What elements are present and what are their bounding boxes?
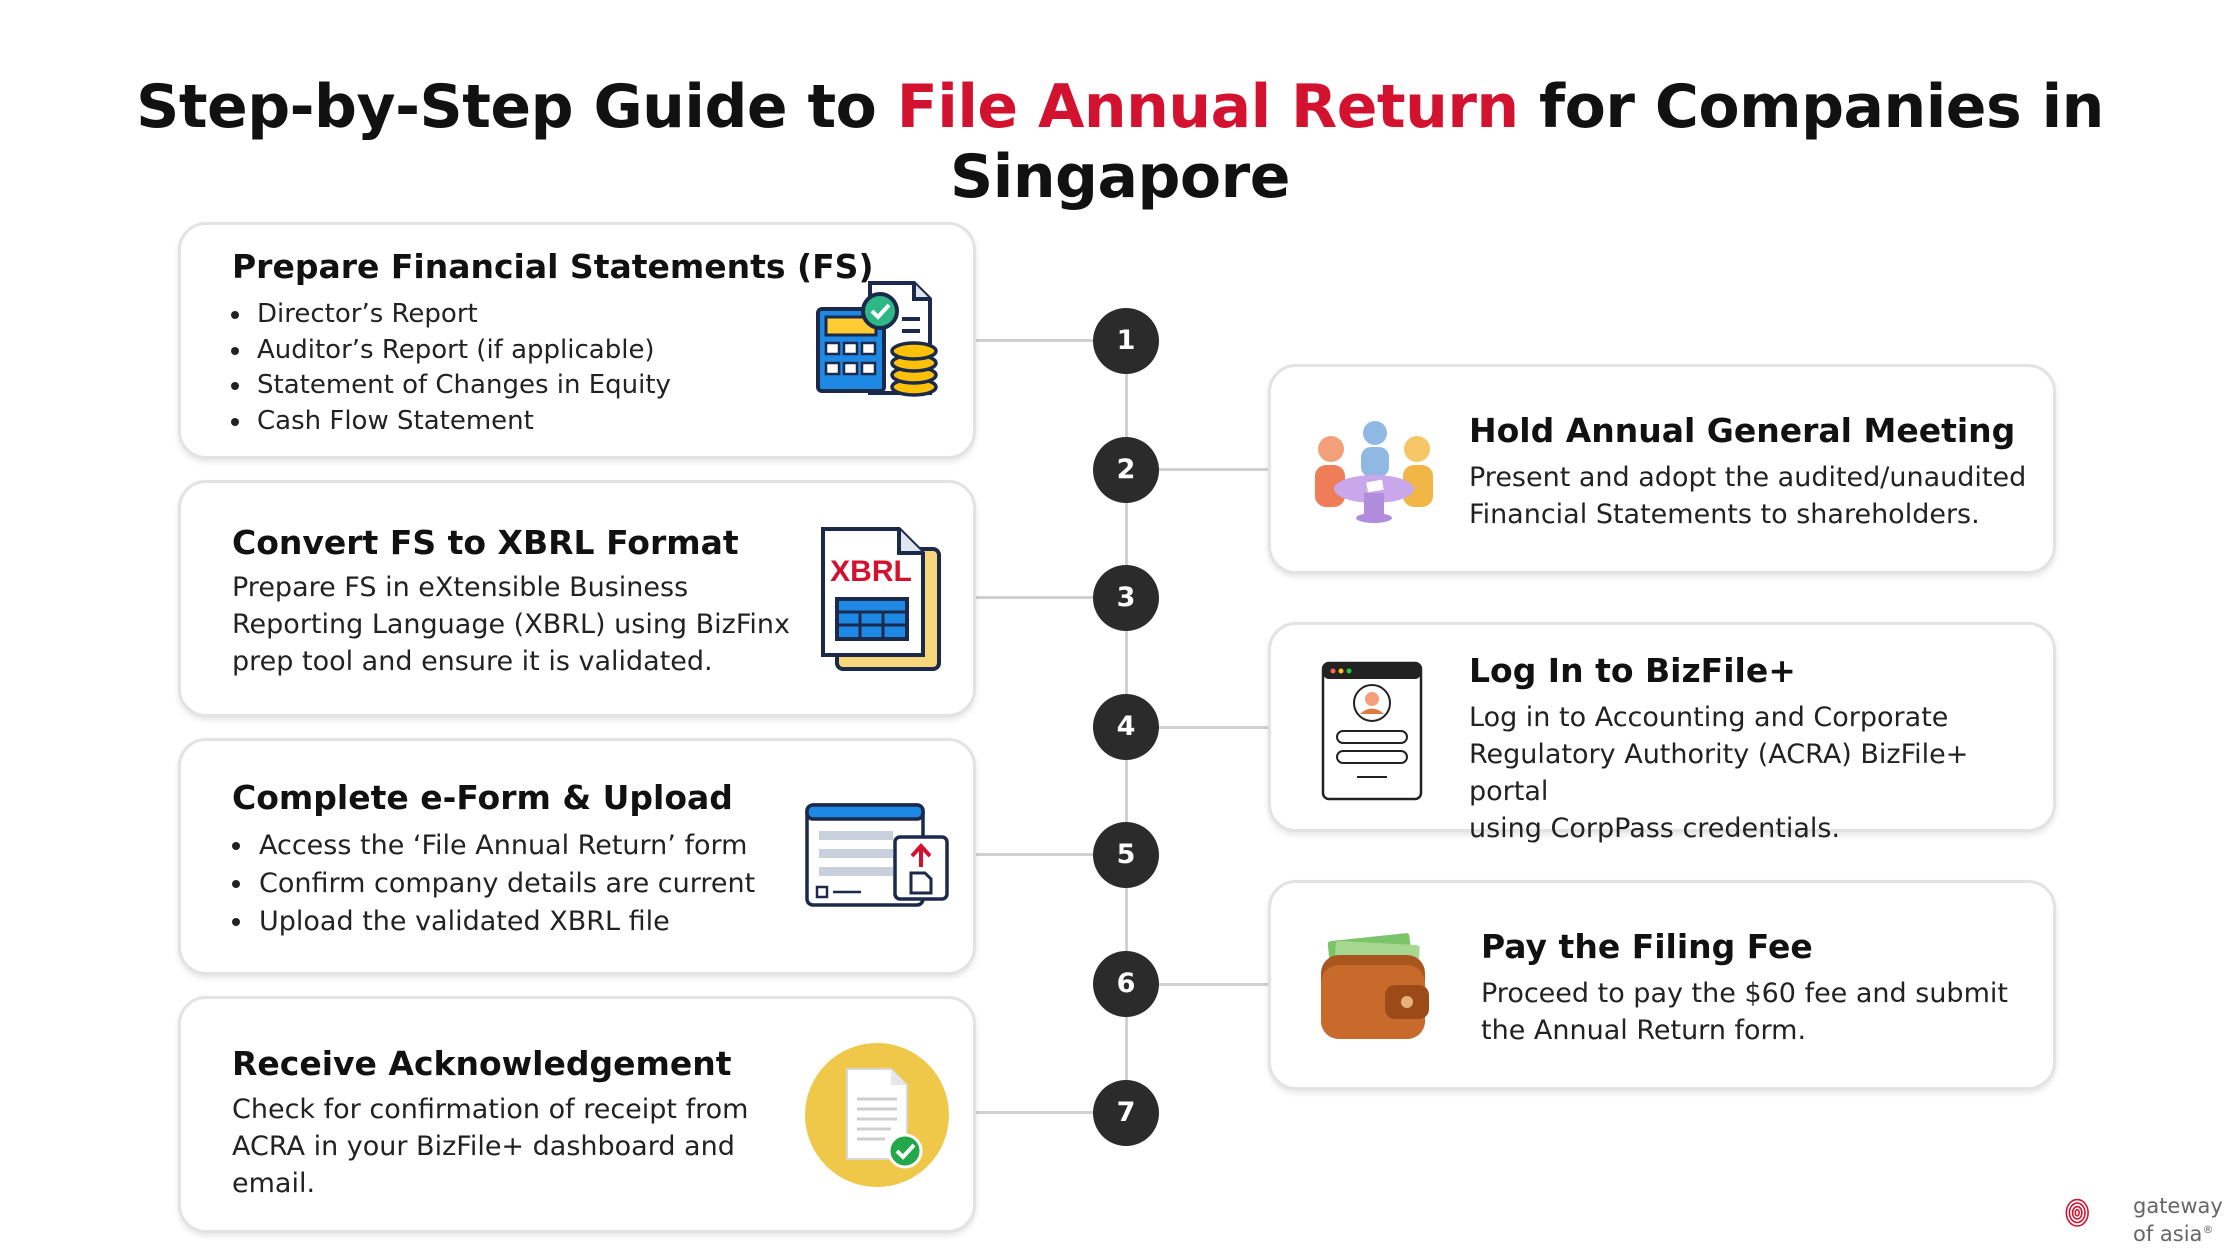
bullet-item: Confirm company details are current	[255, 865, 755, 903]
logo-line1: gateway	[2133, 1194, 2223, 1218]
step-title: Hold Annual General Meeting	[1469, 411, 2016, 450]
xbrl-label: XBRL	[830, 555, 912, 588]
step-card-6: Pay the Filing Fee Proceed to pay the $6…	[1268, 880, 2056, 1090]
step-number-4: 4	[1093, 694, 1159, 760]
step-description-line: the Annual Return form.	[1481, 1015, 1807, 1046]
step-description-line: Proceed to pay the $60 fee and submit	[1481, 978, 2008, 1009]
form-upload-icon	[805, 803, 949, 907]
wallet-icon	[1321, 933, 1429, 1039]
bullet-item: Upload the validated XBRL file	[255, 903, 755, 941]
logo-mark: ®	[2202, 1223, 2214, 1236]
step-number-3: 3	[1093, 565, 1159, 631]
document-check-icon	[805, 1043, 949, 1187]
connector-1	[976, 339, 1126, 342]
step-title: Prepare Financial Statements (FS)	[232, 247, 874, 286]
step-description-line: Reporting Language (XBRL) using BizFinx	[232, 609, 791, 640]
step-card-4: Log In to BizFile+ Log in to Accounting …	[1268, 622, 2056, 844]
step-description-line: Check for confirmation of receipt from	[232, 1094, 749, 1125]
step-number-7: 7	[1093, 1080, 1159, 1146]
step-description-line: ACRA in your BizFile+ dashboard and	[232, 1131, 735, 1162]
meeting-icon	[1315, 421, 1433, 523]
step-description: Proceed to pay the $60 fee and submit th…	[1481, 975, 2008, 1049]
step-bullets: Director’s Report Auditor’s Report (if a…	[211, 297, 671, 439]
connector-2	[1126, 468, 1268, 471]
xbrl-file-icon: XBRL	[821, 527, 941, 671]
step-description-line: Present and adopt the audited/unaudited	[1469, 462, 2027, 493]
step-description: Check for confirmation of receipt from A…	[232, 1091, 748, 1202]
step-title: Convert FS to XBRL Format	[232, 523, 739, 562]
step-description-line: Regulatory Authority (ACRA) BizFile+ por…	[1469, 739, 1969, 807]
bullet-item: Auditor’s Report (if applicable)	[253, 333, 671, 369]
bullet-item: Director’s Report	[253, 297, 671, 333]
financial-statement-icon	[816, 281, 938, 397]
login-screen-icon	[1321, 661, 1423, 801]
bullet-item: Access the ‘File Annual Return’ form	[255, 827, 755, 865]
step-description-line: prep tool and ensure it is validated.	[232, 646, 713, 677]
step-title: Complete e-Form & Upload	[232, 778, 733, 817]
step-description-line: email.	[232, 1168, 316, 1199]
step-description: Present and adopt the audited/unaudited …	[1469, 459, 2026, 533]
step-card-5: Complete e-Form & Upload Access the ‘Fil…	[178, 738, 976, 975]
logo-line2: of asia®	[2133, 1218, 2223, 1246]
step-title: Pay the Filing Fee	[1481, 927, 1813, 966]
step-card-7: Receive Acknowledgement Check for confir…	[178, 996, 976, 1233]
step-number-6: 6	[1093, 951, 1159, 1017]
gateway-of-asia-logo-icon	[2065, 1198, 2089, 1227]
page-title: Step-by-Step Guide to File Annual Return…	[0, 72, 2240, 212]
connector-4	[1126, 726, 1268, 729]
connector-5	[976, 853, 1126, 856]
step-description: Log in to Accounting and Corporate Regul…	[1469, 699, 2053, 847]
step-card-3: Convert FS to XBRL Format Prepare FS in …	[178, 480, 976, 717]
step-card-1: Prepare Financial Statements (FS) Direct…	[178, 222, 976, 459]
step-description: Prepare FS in eXtensible Business Report…	[232, 569, 790, 680]
title-highlight: File Annual Return	[896, 72, 1519, 142]
title-part1: Step-by-Step Guide to	[136, 72, 897, 142]
bullet-item: Statement of Changes in Equity	[253, 368, 671, 404]
connector-7	[976, 1111, 1126, 1114]
step-number-5: 5	[1093, 822, 1159, 888]
connector-3	[976, 596, 1126, 599]
title-part2: for Companies in Singapore	[950, 72, 2104, 212]
step-number-1: 1	[1093, 308, 1159, 374]
step-bullets: Access the ‘File Annual Return’ form Con…	[213, 827, 755, 941]
step-title: Receive Acknowledgement	[232, 1044, 732, 1083]
logo-text: gateway of asia®	[2133, 1194, 2223, 1246]
step-description-line: using CorpPass credentials.	[1469, 813, 1841, 844]
step-number-2: 2	[1093, 437, 1159, 503]
step-description-line: Log in to Accounting and Corporate	[1469, 702, 1949, 733]
step-card-2: Hold Annual General Meeting Present and …	[1268, 364, 2056, 574]
connector-6	[1126, 983, 1268, 986]
step-description-line: Financial Statements to shareholders.	[1469, 499, 1980, 530]
step-title: Log In to BizFile+	[1469, 651, 1796, 690]
bullet-item: Cash Flow Statement	[253, 404, 671, 440]
logo-line2-text: of asia	[2133, 1222, 2203, 1246]
step-description-line: Prepare FS in eXtensible Business	[232, 572, 689, 603]
